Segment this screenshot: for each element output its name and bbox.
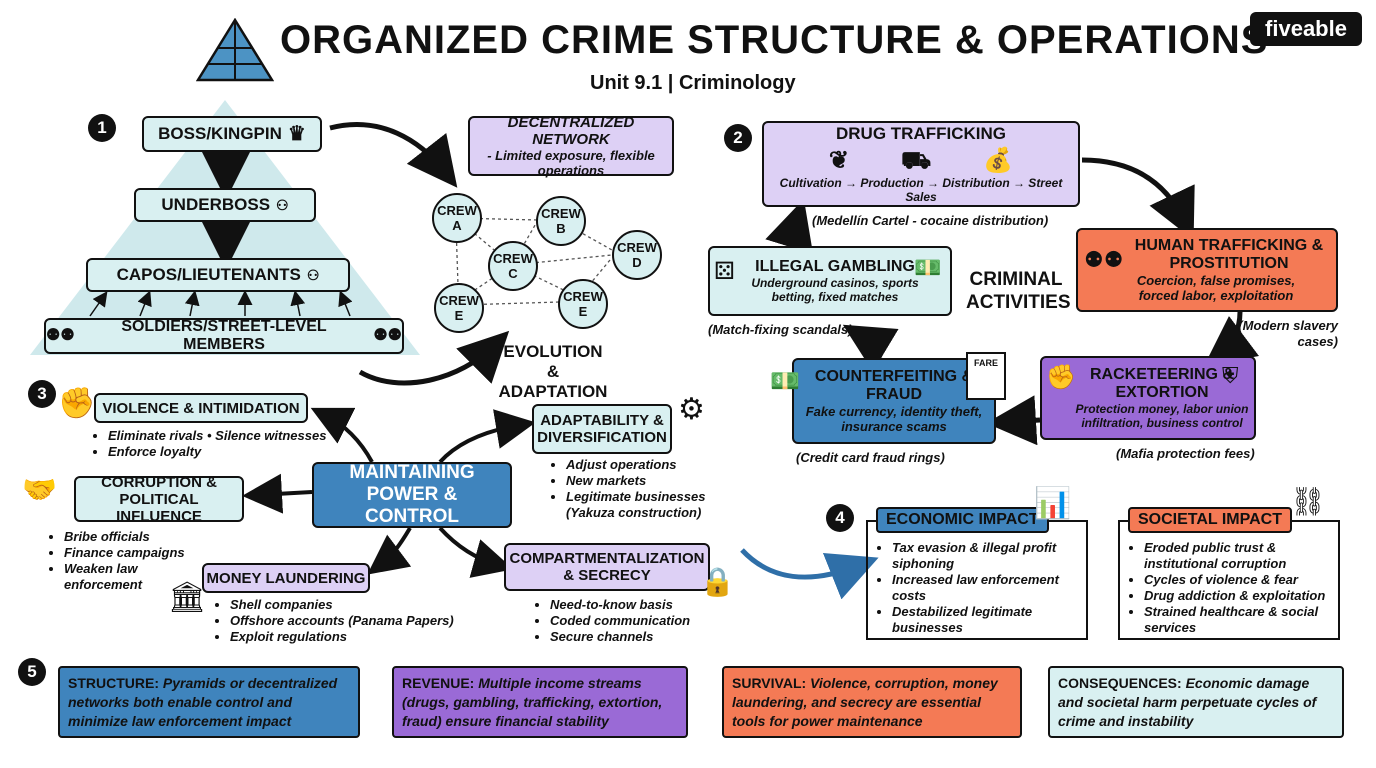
racket-example: (Mafia protection fees) bbox=[1116, 446, 1255, 461]
drug-title: DRUG TRAFFICKING bbox=[836, 124, 1006, 143]
hierarchy-capos: CAPOS/LIEUTENANTS ⚇ bbox=[86, 258, 350, 292]
money-laundering-box: MONEY LAUNDERING bbox=[202, 563, 370, 593]
truck-icon: ⛟ bbox=[901, 147, 932, 174]
adaptability-list: Adjust operations New markets Legitimate… bbox=[550, 457, 746, 521]
pyramid-icon bbox=[196, 18, 274, 82]
counterfeit-example: (Credit card fraud rings) bbox=[796, 450, 945, 465]
human-desc: Coercion, false promises, forced labor, … bbox=[1136, 273, 1296, 303]
hierarchy-boss: BOSS/KINGPIN ♛ bbox=[142, 116, 322, 152]
counterfeiting-box: COUNTERFEITING & FRAUD Fake currency, id… bbox=[792, 358, 996, 444]
cannabis-leaf-icon: ❦ bbox=[828, 147, 849, 174]
violence-list: Eliminate rivals • Silence witnesses Enf… bbox=[92, 428, 348, 460]
maintaining-power-box: MAINTAINING POWER & CONTROL bbox=[312, 462, 512, 528]
people-icon: ⚉⚉ bbox=[46, 327, 75, 344]
network-desc: - Limited exposure, flexible operations bbox=[487, 148, 655, 178]
human-trafficking-box: HUMAN TRAFFICKING & PROSTITUTION Coercio… bbox=[1076, 228, 1338, 312]
drug-example: (Medellín Cartel - cocaine distribution) bbox=[812, 213, 1049, 228]
org-chart-icon: ⚇ bbox=[276, 197, 289, 213]
dice-icon: ⚄ bbox=[714, 258, 735, 285]
fist-icon: ✊ bbox=[1046, 364, 1076, 391]
hierarchy-soldiers-label: SOLDIERS/STREET-LEVEL MEMBERS bbox=[121, 318, 327, 353]
hierarchy-underboss-label: UNDERBOSS bbox=[161, 195, 271, 214]
gear-icon: ⚙ bbox=[678, 393, 705, 426]
human-example: (Modern slavery cases) bbox=[1238, 318, 1338, 349]
section-number-4: 4 bbox=[826, 504, 854, 532]
summary-consequences: CONSEQUENCES: Economic damage and societ… bbox=[1048, 666, 1344, 738]
page-title: ORGANIZED CRIME STRUCTURE & OPERATIONS bbox=[280, 18, 1269, 62]
summary-survival: SURVIVAL: Violence, corruption, money la… bbox=[722, 666, 1022, 738]
hierarchy-boss-label: BOSS/KINGPIN bbox=[158, 124, 282, 143]
page-subtitle: Unit 9.1 | Criminology bbox=[590, 72, 796, 94]
handshake-icon: 🤝 bbox=[22, 474, 57, 505]
cash-icon: 💵 bbox=[770, 368, 800, 395]
human-title: HUMAN TRAFFICKING & PROSTITUTION bbox=[1134, 237, 1324, 272]
economic-impact-list: Tax evasion & illegal profit siphoning I… bbox=[876, 540, 1092, 636]
org-chart-icon: ⚇ bbox=[306, 267, 320, 283]
fare-ticket-icon: FARE bbox=[966, 352, 1006, 400]
gambling-title: ILLEGAL GAMBLING bbox=[755, 258, 915, 275]
section-number-2: 2 bbox=[724, 124, 752, 152]
racket-desc: Protection money, labor union infiltrati… bbox=[1075, 402, 1249, 430]
summary-structure: STRUCTURE: Pyramids or decentralized net… bbox=[58, 666, 360, 738]
adaptability-box: ADAPTABILITY & DIVERSIFICATION bbox=[532, 404, 672, 454]
section-number-3: 3 bbox=[28, 380, 56, 408]
racket-title: RACKETEERING & EXTORTION bbox=[1089, 366, 1234, 401]
laundering-list: Shell companies Offshore accounts (Panam… bbox=[214, 597, 490, 645]
hierarchy-capos-label: CAPOS/LIEUTENANTS bbox=[116, 265, 301, 284]
evolution-label: EVOLUTION & ADAPTATION bbox=[498, 342, 608, 401]
gambling-desc: Underground casinos, sports betting, fix… bbox=[751, 276, 919, 304]
societal-impact-title: SOCIETAL IMPACT bbox=[1128, 507, 1292, 533]
hierarchy-soldiers: ⚉⚉ SOLDIERS/STREET-LEVEL MEMBERS ⚉⚉ bbox=[44, 318, 404, 354]
fiveable-logo[interactable]: fiveable bbox=[1250, 12, 1362, 46]
bar-chart-icon: 📊 bbox=[1034, 487, 1072, 520]
violence-box: VIOLENCE & INTIMIDATION bbox=[94, 393, 308, 423]
lock-icon: 🔒 bbox=[700, 566, 735, 597]
corruption-list: Bribe officials Finance campaigns Weaken… bbox=[48, 529, 204, 593]
broken-chain-icon: ⛓ bbox=[1290, 486, 1326, 517]
racketeering-box: RACKETEERING & EXTORTION Protection mone… bbox=[1040, 356, 1256, 440]
network-title: DECENTRALIZED NETWORK bbox=[507, 114, 635, 148]
people-icon: ⚉⚉ bbox=[1084, 247, 1124, 272]
cash-icon: 💵 bbox=[914, 255, 942, 280]
section-number-5: 5 bbox=[18, 658, 46, 686]
shield-icon: ⛨ bbox=[1222, 363, 1239, 388]
people-icon: ⚉⚉ bbox=[373, 327, 402, 344]
summary-revenue: REVENUE: Multiple income streams (drugs,… bbox=[392, 666, 688, 738]
criminal-activities-label: CRIMINAL ACTIVITIES bbox=[966, 269, 1071, 313]
counterfeit-desc: Fake currency, identity theft, insurance… bbox=[805, 404, 983, 434]
fist-icon: ✊ bbox=[58, 387, 96, 420]
counterfeit-title: COUNTERFEITING & FRAUD bbox=[814, 368, 974, 403]
crown-icon: ♛ bbox=[287, 123, 306, 145]
secrecy-box: COMPARTMENTALIZATION & SECRECY bbox=[504, 543, 710, 591]
corruption-box: CORRUPTION & POLITICAL INFLUENCE bbox=[74, 474, 244, 525]
hierarchy-underboss: UNDERBOSS ⚇ bbox=[134, 188, 316, 222]
societal-impact-list: Eroded public trust & institutional corr… bbox=[1128, 540, 1352, 636]
drug-flow: Cultivation → Production → Distribution … bbox=[779, 176, 1063, 204]
decentralized-network-box: DECENTRALIZED NETWORK - Limited exposure… bbox=[468, 114, 674, 178]
money-bags-icon: 💰 bbox=[983, 147, 1014, 174]
gambling-example: (Match-fixing scandals) bbox=[708, 322, 853, 337]
section-number-1: 1 bbox=[88, 114, 116, 142]
secrecy-list: Need-to-know basis Coded communication S… bbox=[534, 597, 730, 645]
drug-trafficking-box: DRUG TRAFFICKING ❦ ⛟ 💰 Cultivation → Pro… bbox=[762, 121, 1080, 207]
bank-icon: 🏛 bbox=[168, 581, 207, 614]
economic-impact-title: ECONOMIC IMPACT bbox=[876, 507, 1049, 533]
gambling-box: ILLEGAL GAMBLING Underground casinos, sp… bbox=[708, 246, 952, 316]
